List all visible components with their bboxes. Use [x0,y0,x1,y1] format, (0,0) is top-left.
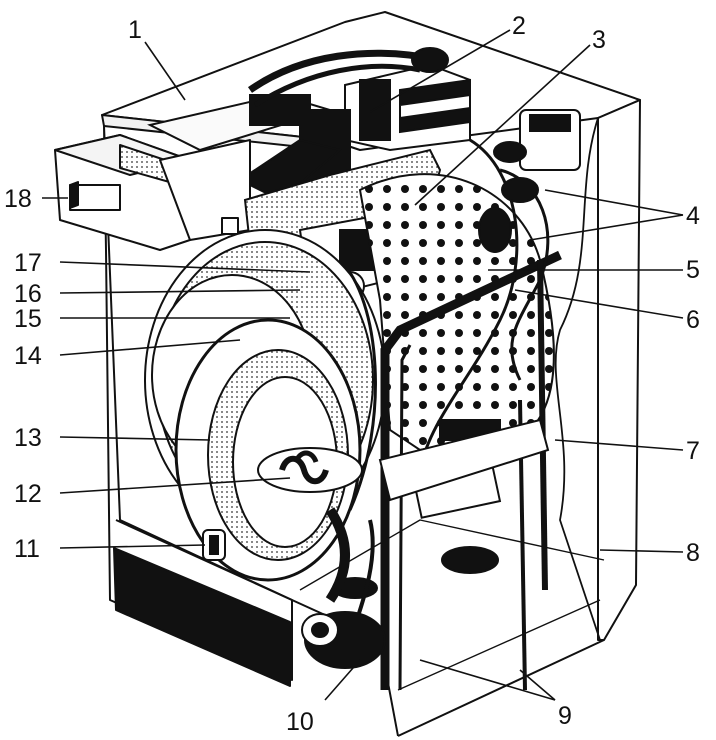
callout-14: 14 [14,342,42,370]
callout-13: 13 [14,424,42,452]
callout-11: 11 [14,535,40,563]
callout-5: 5 [686,256,700,284]
callout-2: 2 [512,12,526,40]
callout-12: 12 [14,480,42,508]
door [174,318,362,582]
callout-3: 3 [592,26,606,54]
callout-numbers: 1 2 3 4 5 6 7 8 9 10 11 12 13 14 15 16 1… [4,12,700,736]
callout-8: 8 [686,539,700,567]
callout-9: 9 [558,702,572,730]
pump-and-motor [301,418,550,669]
front-panel [103,125,293,681]
filter-element [257,447,363,493]
callout-17: 17 [14,249,42,277]
callout-4: 4 [686,202,700,230]
callout-15: 15 [14,305,42,333]
kick-plate [113,547,291,687]
detergent-drawer [54,134,251,251]
callout-16: 16 [14,280,42,308]
callout-10: 10 [286,708,314,736]
top-components [147,47,581,202]
pipes-and-frame [325,138,562,691]
callout-7: 7 [686,437,700,465]
callout-18: 18 [4,185,32,213]
callout-1: 1 [128,16,142,44]
right-side-panel [597,99,641,641]
leader-lines [42,29,684,701]
callout-6: 6 [686,306,700,334]
